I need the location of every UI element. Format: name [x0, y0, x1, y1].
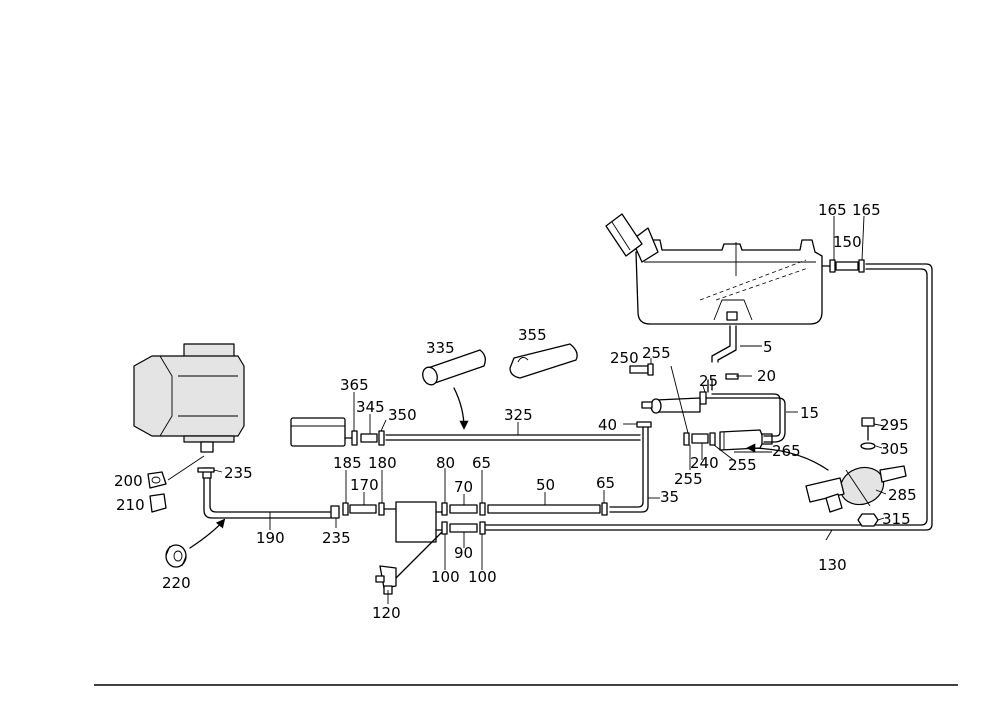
label-200: 200 — [114, 472, 143, 490]
pipe-35 — [609, 423, 649, 513]
label-50: 50 — [536, 476, 555, 494]
label-65-right: 65 — [596, 474, 615, 492]
pipe-190 — [203, 477, 340, 519]
label-170: 170 — [350, 476, 379, 494]
fitting-240 — [683, 432, 716, 446]
pipe-130 — [485, 263, 933, 531]
nut-315 — [857, 513, 879, 527]
label-315: 315 — [882, 510, 911, 528]
label-255-top: 255 — [642, 344, 671, 362]
grommet-220 — [165, 544, 187, 568]
label-40: 40 — [598, 416, 617, 434]
label-65-left: 65 — [472, 454, 491, 472]
label-165-left: 165 — [818, 201, 847, 219]
label-5: 5 — [763, 338, 773, 356]
pipe-50 — [479, 502, 608, 516]
label-345: 345 — [356, 398, 385, 416]
clip-235-upper — [197, 467, 215, 473]
pipe-70 — [441, 502, 478, 516]
label-235-upper: 235 — [224, 464, 253, 482]
label-235-lower: 235 — [322, 529, 351, 547]
label-190: 190 — [256, 529, 285, 547]
label-285: 285 — [888, 486, 917, 504]
label-250: 250 — [610, 349, 639, 367]
pipe-325 — [385, 434, 641, 441]
label-15: 15 — [800, 404, 819, 422]
fuel-tank — [635, 239, 823, 325]
arrow-220 — [189, 518, 226, 549]
label-255-right: 255 — [728, 456, 757, 474]
label-355: 355 — [518, 326, 547, 344]
label-305: 305 — [880, 440, 909, 458]
nut-200 — [147, 471, 167, 489]
label-100-left: 100 — [431, 568, 460, 586]
label-240: 240 — [690, 454, 719, 472]
label-130: 130 — [818, 556, 847, 574]
pipe-170 — [342, 502, 397, 516]
label-100-right: 100 — [468, 568, 497, 586]
label-265: 265 — [772, 442, 801, 460]
label-295: 295 — [880, 416, 909, 434]
label-150: 150 — [833, 233, 862, 251]
label-220: 220 — [162, 574, 191, 592]
label-255-left: 255 — [674, 470, 703, 488]
arrow-285 — [746, 443, 829, 471]
reservoir — [290, 417, 385, 447]
cap-210 — [149, 493, 167, 513]
pipe-90 — [441, 521, 486, 535]
part-labels: 165 165 150 5 20 25 15 250 255 40 265 24… — [114, 201, 917, 622]
label-185: 185 — [333, 454, 362, 472]
fuel-filter — [395, 501, 437, 543]
label-25: 25 — [699, 372, 718, 390]
pipe-150 — [821, 259, 865, 273]
label-365: 365 — [340, 376, 369, 394]
fitting-25 — [699, 379, 713, 405]
label-350: 350 — [388, 406, 417, 424]
label-335: 335 — [426, 339, 455, 357]
label-210: 210 — [116, 496, 145, 514]
label-120: 120 — [372, 604, 401, 622]
label-90: 90 — [454, 544, 473, 562]
washer-305 — [860, 442, 876, 450]
damper-15 — [641, 397, 701, 414]
pump-265 — [711, 393, 786, 451]
pipe-5 — [711, 325, 737, 363]
fitting-20 — [725, 373, 739, 380]
label-325: 325 — [504, 406, 533, 424]
hose-355 — [509, 343, 578, 379]
pump-285 — [805, 465, 907, 513]
label-70: 70 — [454, 478, 473, 496]
fitting-40 — [636, 421, 652, 428]
leader-lines — [167, 215, 887, 604]
screw-295 — [861, 417, 875, 441]
arrow-335 — [453, 387, 469, 430]
label-180: 180 — [368, 454, 397, 472]
hose-335 — [422, 349, 486, 386]
heater-unit — [133, 343, 245, 479]
fitting-250 — [629, 363, 654, 376]
label-20: 20 — [757, 367, 776, 385]
label-165-right: 165 — [852, 201, 881, 219]
filler-neck — [605, 213, 659, 263]
label-80: 80 — [436, 454, 455, 472]
label-35: 35 — [660, 488, 679, 506]
